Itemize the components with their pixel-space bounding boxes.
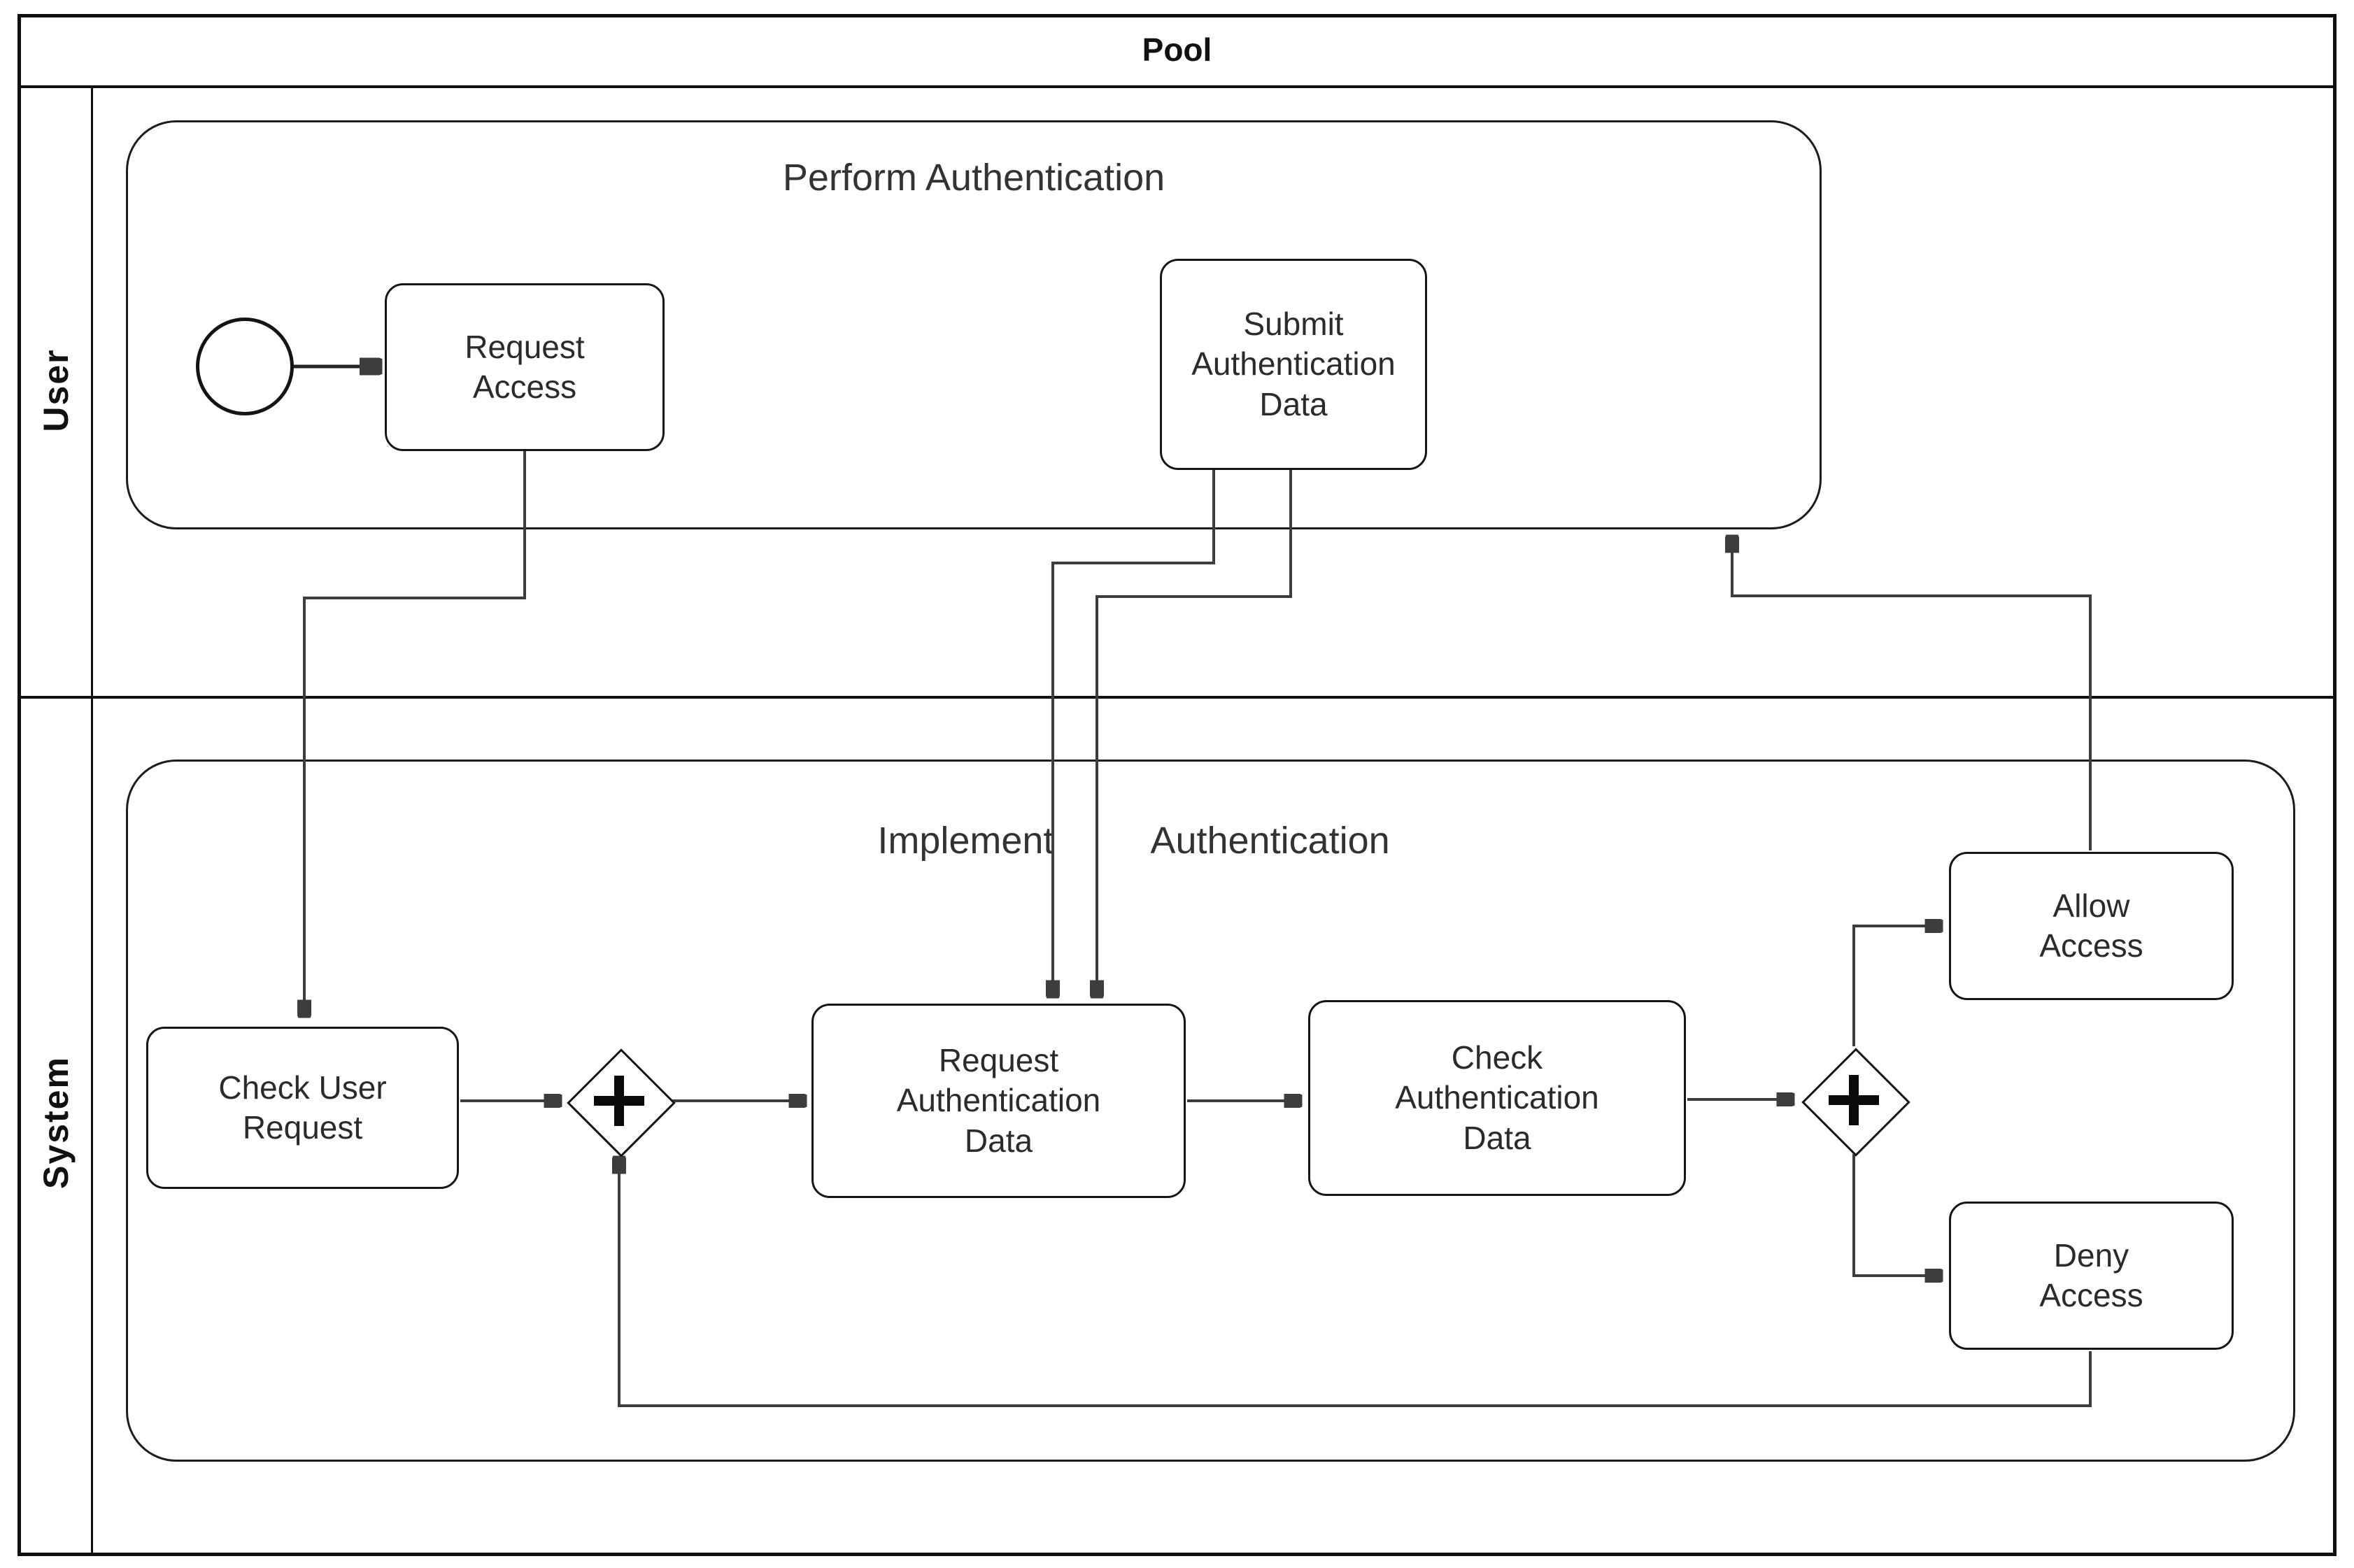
task-submit-line1: Submit [1243, 306, 1344, 343]
task-check-user-line2: Request [242, 1109, 363, 1146]
flow-submit-auth-data-to-request-auth-data-1 [1053, 469, 1215, 996]
subprocess-perform-authentication: Perform Authentication [126, 120, 1822, 529]
gateway2-plus-icon-vertical [1849, 1075, 1859, 1125]
task-check-auth-line3: Data [1463, 1119, 1531, 1156]
pool-header-divider [17, 85, 2337, 88]
task-submit-authentication-data: Submit Authentication Data [1160, 259, 1427, 470]
task-request-authentication-data: Request Authentication Data [811, 1004, 1186, 1198]
task-deny-access: Deny Access [1949, 1202, 2234, 1350]
flow-allow-access-to-perform-authentication [1732, 537, 2092, 850]
parallel-gateway-1 [567, 1048, 676, 1157]
task-request-access: Request Access [385, 283, 665, 451]
flow-request-access-to-check-user-request [304, 451, 526, 1015]
task-allow-line2: Access [2039, 927, 2143, 964]
task-deny-line2: Access [2039, 1277, 2143, 1313]
task-check-auth-line2: Authentication [1395, 1079, 1599, 1116]
parallel-gateway-2 [1801, 1048, 1910, 1157]
task-check-user-request: Check User Request [146, 1027, 459, 1189]
task-submit-line2: Authentication [1191, 345, 1396, 383]
lane-label-strip-divider [91, 85, 93, 1554]
flow-gateway2-to-deny-access [1852, 1154, 1941, 1276]
implement-title-word-right: Authentication [1150, 820, 1390, 862]
task-request-access-line1: Request [465, 328, 585, 365]
subprocess-perform-authentication-title: Perform Authentication [782, 157, 1165, 199]
pool-border [17, 14, 2337, 1556]
gateway1-plus-icon-vertical [614, 1076, 624, 1126]
task-check-auth-line1: Check [1451, 1039, 1543, 1076]
start-event-circle [196, 318, 294, 415]
implement-title-word-left: Implement [877, 820, 1054, 862]
subprocess-implement-authentication: Implement Authentication [126, 760, 2295, 1462]
pool-title: Pool [1142, 31, 1212, 68]
task-request-auth-line2: Authentication [896, 1082, 1101, 1119]
task-check-user-line1: Check User [218, 1069, 387, 1106]
task-check-authentication-data: Check Authentication Data [1308, 1000, 1686, 1196]
flow-submit-auth-data-to-request-auth-data-2 [1097, 469, 1292, 996]
task-submit-line3: Data [1259, 385, 1328, 422]
flow-gateway2-to-allow-access [1852, 926, 1941, 1046]
task-deny-line1: Deny [2053, 1236, 2129, 1274]
flow-deny-access-loop-to-gateway1 [619, 1158, 2092, 1407]
task-allow-line1: Allow [2052, 887, 2130, 924]
task-request-auth-line1: Request [938, 1042, 1059, 1079]
task-allow-access: Allow Access [1949, 852, 2234, 1000]
lane-divider [17, 696, 2337, 699]
task-request-auth-line3: Data [964, 1122, 1033, 1159]
subprocess-implement-authentication-title: Implement Authentication [51, 819, 2216, 862]
task-request-access-line2: Access [472, 369, 577, 405]
